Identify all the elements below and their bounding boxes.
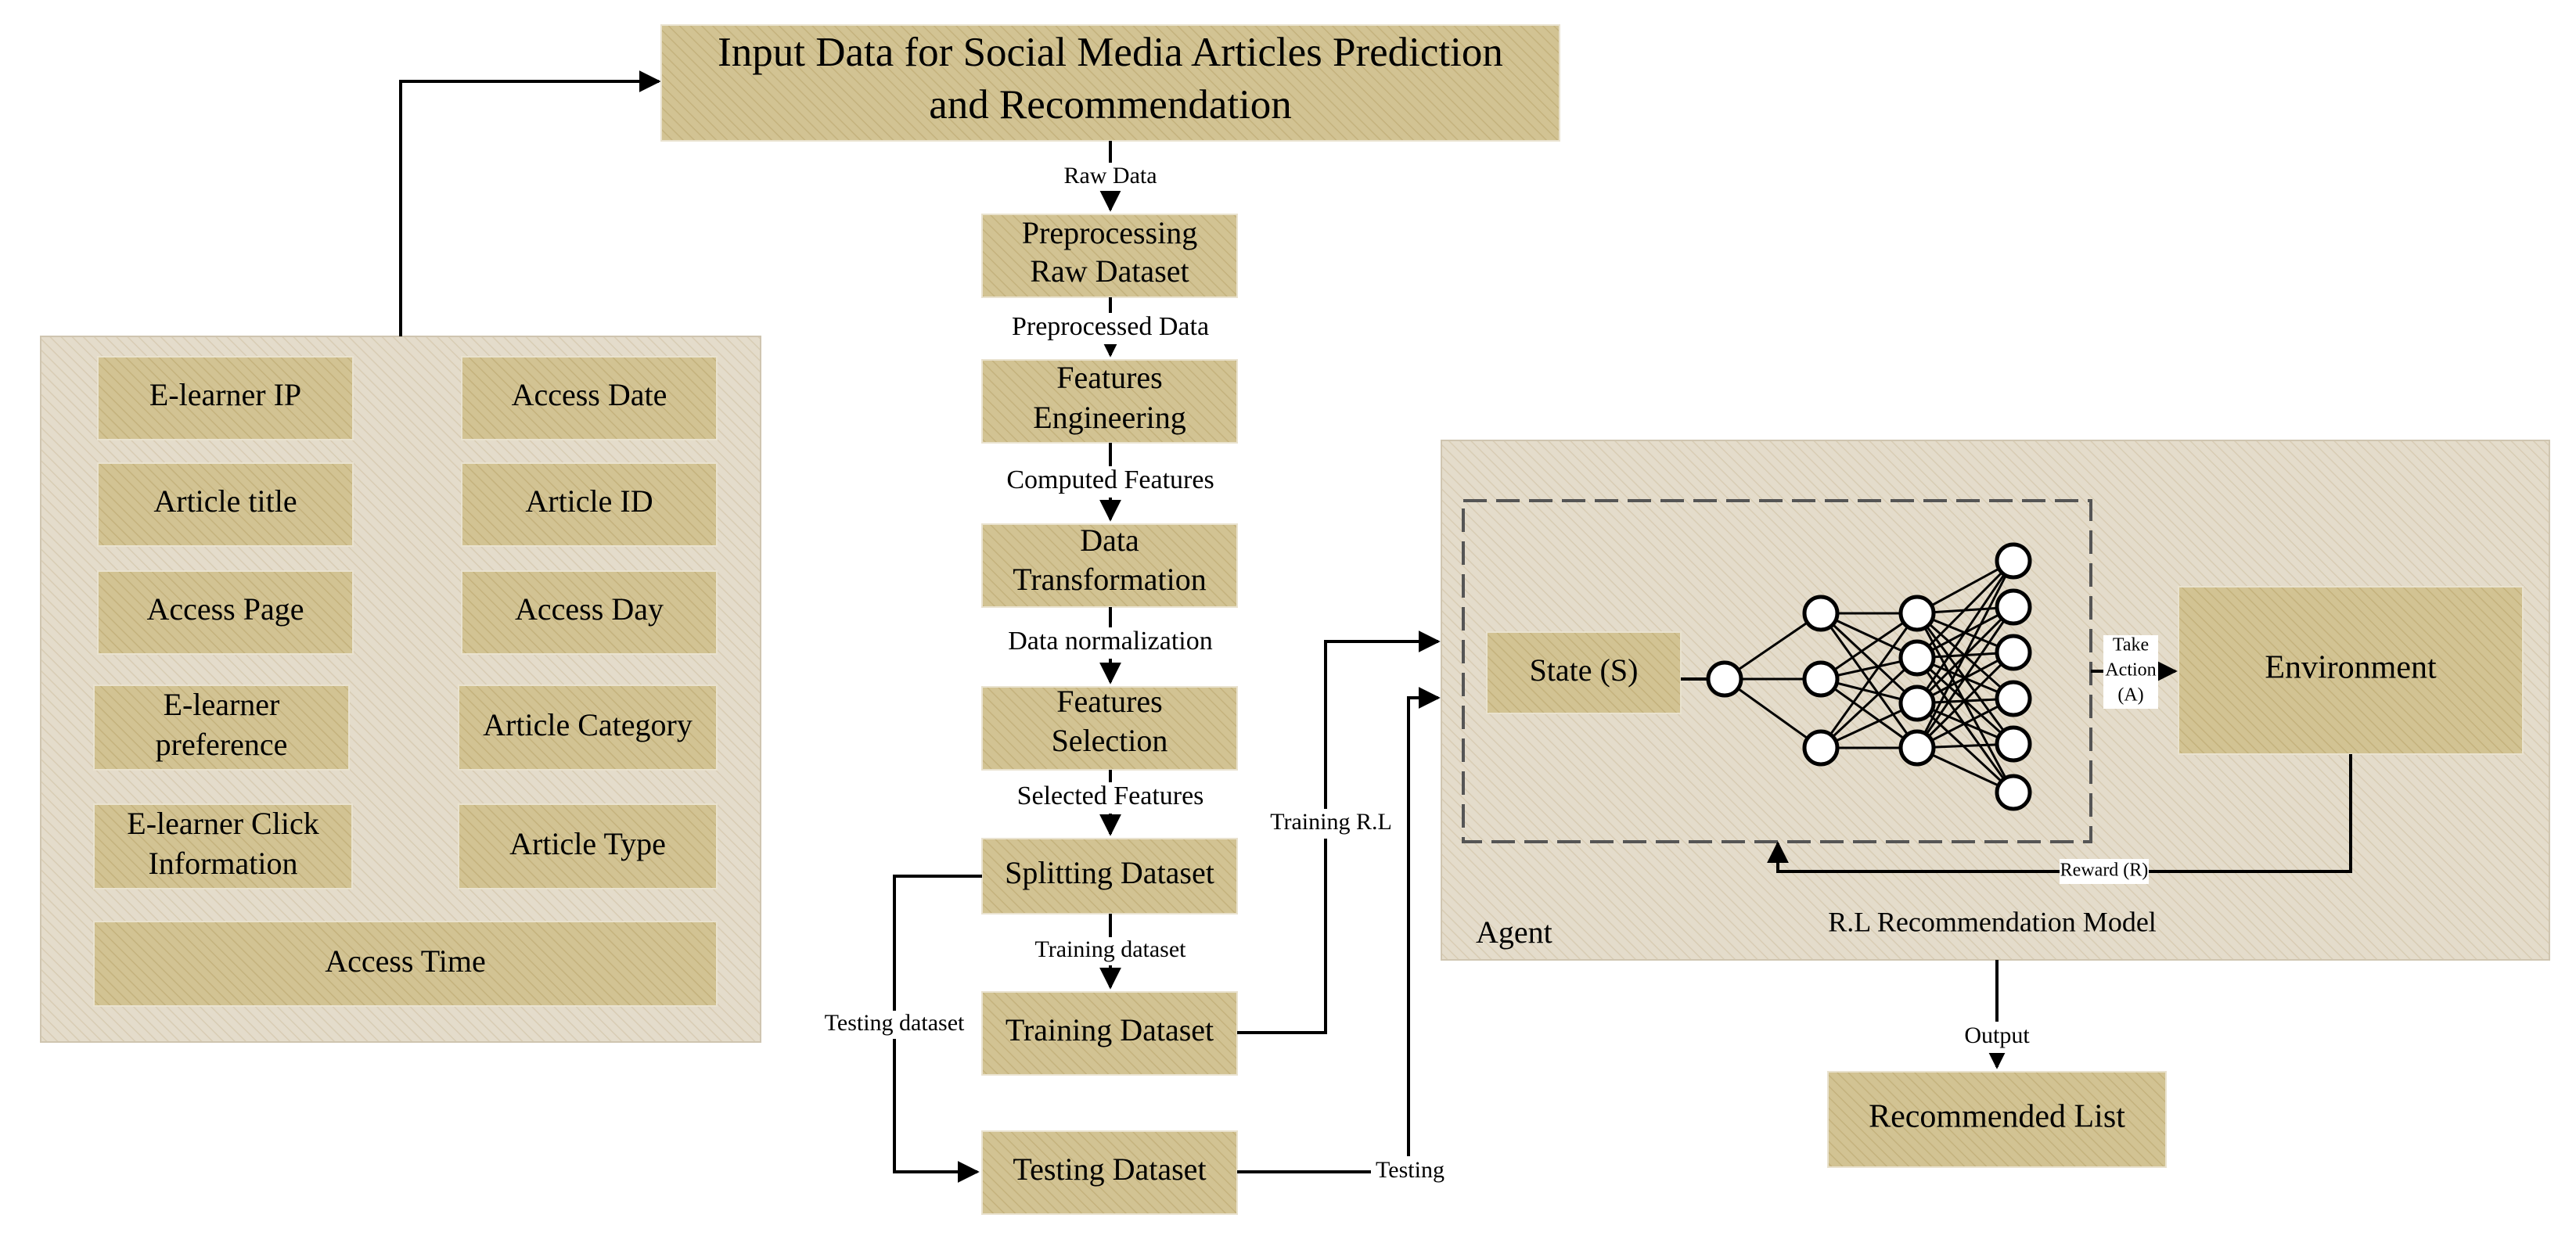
features-engineering-line2: Engineering [1033,400,1186,435]
feature-label: Article ID [525,483,653,519]
network-node [1995,634,2032,671]
features-selection-line1: Features [1056,684,1163,719]
network-connection [1724,612,1822,681]
feature-label: preference [156,727,288,762]
environment-label: Environment [2265,650,2437,686]
network-node [1995,680,2032,717]
edge-label-testing-dataset: Testing dataset [825,1010,965,1036]
splitting-dataset-label: Splitting Dataset [1005,855,1214,890]
data-transformation-box: Data Transformation [981,523,1238,608]
edge-label-take-action-2: Action [2105,660,2156,681]
network-connection [1820,677,1918,749]
feature-label: Article title [153,483,297,519]
edge-label-training-rl: Training R.L [1270,809,1392,835]
edge-label-raw-data: Raw Data [1063,163,1157,189]
input-data-box: Input Data for Social Media Articles Pre… [660,24,1560,142]
edge-label-output: Output [1964,1022,2030,1048]
feature-label: Information [148,846,297,881]
network-connection [1916,651,2015,749]
feature-box-e-learner-ip: E-learner IP [97,356,354,440]
edge-label-computed-features: Computed Features [1006,465,1214,494]
edge-label-selected-features: Selected Features [1017,782,1204,810]
network-node [1898,639,1936,677]
network-connection [1916,560,2015,704]
feature-box-access-date: Access Date [461,356,718,440]
input-title-line1: Input Data for Social Media Articles Pre… [718,30,1503,75]
network-connection [1819,612,1919,705]
feature-box-article-type: Article Type [458,803,718,889]
network-connection [1819,613,1919,749]
features-engineering-box: Features Engineering [981,359,1238,444]
network-node [1995,588,2032,626]
feature-label: Article Category [483,707,693,742]
feature-box-article-title: Article title [97,462,354,547]
network-node [1995,542,2032,580]
edge-label-take-action-1: Take [2113,635,2149,656]
feature-label: Access Date [512,377,667,412]
network-node [1898,729,1936,767]
feature-box-e-learner-preference: E-learner preference [93,684,350,771]
agent-label: Agent [1476,914,1552,950]
feature-label: Access Page [146,591,304,627]
network-node [1802,660,1840,698]
edge-testing [1237,687,1441,1173]
state-box: State (S) [1486,631,1682,714]
training-dataset-label: Training Dataset [1006,1012,1214,1047]
testing-dataset-label: Testing Dataset [1013,1152,1206,1187]
network-node [1802,595,1840,632]
recommended-list-box: Recommended List [1827,1071,2167,1168]
input-title-line2: and Recommendation [929,82,1292,128]
edge-label-data-normalization: Data normalization [1008,627,1213,656]
feature-box-article-id: Article ID [461,462,718,547]
rl-model-title: R.L Recommendation Model [1828,906,2157,937]
splitting-dataset-box: Splitting Dataset [981,838,1238,914]
edge-label-take-action-3: (A) [2117,685,2143,706]
feature-box-e-learner-click-information: E-learner Click Information [93,803,353,889]
recommended-list-label: Recommended List [1869,1099,2125,1135]
training-dataset-box: Training Dataset [981,991,1238,1076]
feature-box-access-time: Access Time [93,921,718,1007]
environment-box: Environment [2178,586,2524,755]
feature-box-access-day: Access Day [461,570,718,655]
feature-label: E-learner Click [127,806,318,841]
preprocessing-raw-dataset-box: Preprocessing Raw Dataset [981,214,1238,298]
feature-label: E-learner IP [149,377,301,412]
testing-dataset-box: Testing Dataset [981,1130,1238,1215]
network-node [1995,725,2032,763]
network-node [1802,729,1840,767]
feature-label: Article Type [509,826,666,861]
data-transformation-line1: Data [1080,523,1139,558]
network-connection [1819,656,1919,749]
network-connection [1916,606,2015,749]
edge-label-preprocessed-data: Preprocessed Data [1012,312,1209,341]
feature-label: Access Day [515,591,664,627]
preprocessing-label-line2: Raw Dataset [1030,253,1189,289]
network-connection [1916,560,2015,749]
neural-network-icon [1681,542,2032,811]
network-node [1995,774,2032,811]
network-node [1706,660,1743,698]
feature-box-access-page: Access Page [97,570,354,655]
data-transformation-line2: Transformation [1013,562,1206,597]
state-label: State (S) [1530,652,1639,688]
features-selection-line2: Selection [1052,723,1168,758]
network-connection [1916,559,2015,659]
features-engineering-line1: Features [1056,360,1163,395]
network-connection [1724,677,1822,749]
edge-label-reward: Reward (R) [2060,861,2149,881]
feature-label: Access Time [325,943,486,979]
edge-label-testing: Testing [1376,1157,1445,1183]
feature-label: E-learner [164,687,280,722]
feature-box-article-category: Article Category [458,684,718,771]
network-node [1898,684,1936,722]
panel-to-input-arrow [399,70,661,336]
network-connection [1820,612,1918,681]
network-node [1898,595,1936,632]
features-selection-box: Features Selection [981,684,1238,771]
edge-label-training-dataset: Training dataset [1034,936,1186,962]
preprocessing-label-line1: Preprocessing [1022,215,1197,250]
